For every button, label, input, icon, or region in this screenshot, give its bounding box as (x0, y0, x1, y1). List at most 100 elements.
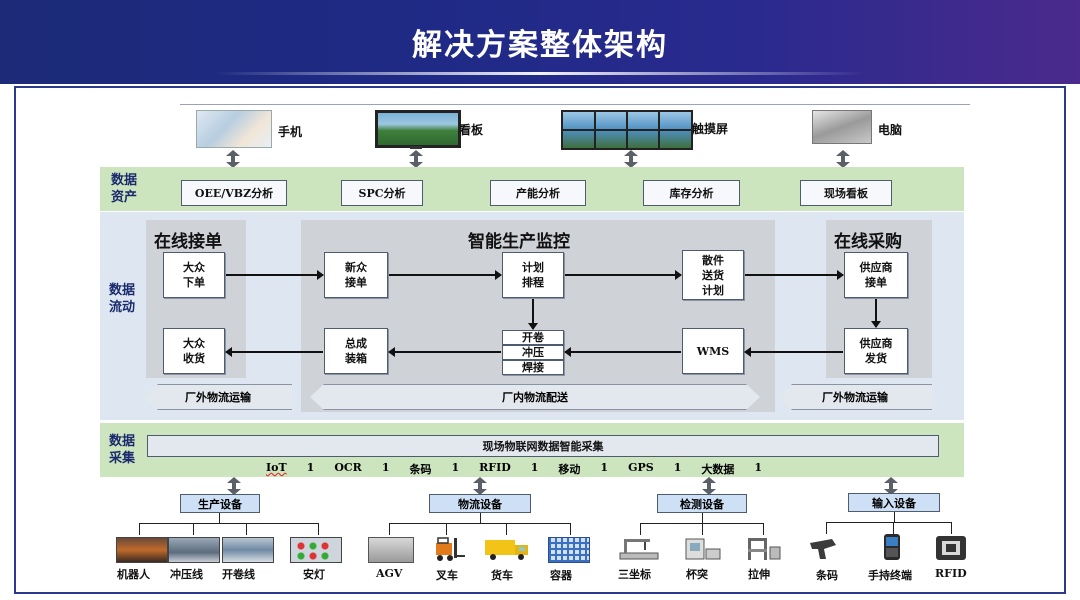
equipment-label: 叉车 (436, 569, 458, 582)
online-order-title: 在线接单 (154, 232, 222, 252)
double-arrow-icon (836, 150, 850, 168)
arrow-right (745, 270, 844, 280)
tree-line (389, 523, 571, 524)
vw-receive-box: 大众收货 (163, 328, 225, 374)
arrow-right (226, 270, 324, 280)
capacity-analysis-box: 产能分析 (490, 180, 586, 206)
tech-sep: 1 (600, 461, 609, 474)
robot-icon (116, 537, 168, 563)
site-kanban-box: 现场看板 (800, 180, 892, 206)
equipment-label: 货车 (491, 569, 513, 582)
tech-iot: IoT (266, 461, 287, 474)
tech-mobile: 移动 (558, 463, 581, 476)
inplant-logistics-label: 厂内物流配送 (502, 391, 568, 404)
double-arrow-icon (227, 477, 241, 495)
arrow-left (225, 347, 323, 357)
tree-line (480, 513, 481, 523)
category-logistics: 物流设备 (429, 494, 531, 513)
data-flow-label: 数据流动 (109, 283, 136, 315)
equipment-label: 容器 (550, 569, 572, 582)
equipment-label: RFID (935, 567, 967, 580)
tree-line (506, 523, 507, 535)
equipment-label: 手持终端 (868, 569, 912, 582)
tv-stand (410, 146, 422, 149)
process-stamping-box: 冲压 (502, 345, 564, 360)
cmm-icon (616, 537, 662, 561)
equipment-label: 冲压线 (170, 568, 203, 581)
tree-line (826, 522, 827, 534)
andon-panel-icon (290, 537, 342, 563)
tech-sep: 1 (451, 461, 460, 474)
tree-line (246, 523, 247, 535)
process-uncoil-box: 开卷 (502, 330, 564, 345)
barcode-scanner-icon (806, 537, 846, 561)
tech-sep: 1 (673, 461, 682, 474)
device-label-laptop: 电脑 (878, 123, 903, 137)
tree-line (640, 523, 641, 535)
outside-logistics-right: 厂外物流运输 (778, 384, 932, 410)
iot-collection-bar: 现场物联网数据智能采集 (147, 435, 939, 457)
device-label-touchscreen: 触摸屏 (692, 122, 729, 136)
top-divider (180, 104, 970, 105)
device-label-kanban: 看板 (459, 123, 484, 137)
outside-logistics-left: 厂外物流运输 (144, 384, 292, 410)
tree-line (826, 522, 952, 523)
tech-rfid: RFID (479, 461, 511, 474)
header-banner: 解决方案整体架构 (0, 0, 1080, 84)
tree-line (446, 523, 447, 535)
outside-logistics-left-label: 厂外物流运输 (185, 391, 251, 404)
tech-ocr: OCR (334, 461, 362, 474)
tree-line (702, 513, 703, 523)
forklift-icon (428, 537, 466, 561)
plan-schedule-box: 计划排程 (502, 252, 564, 298)
double-arrow-icon (409, 150, 423, 168)
tree-line (318, 523, 319, 535)
supplier-ship-box: 供应商发货 (844, 328, 908, 374)
tech-gps: GPS (628, 461, 654, 474)
arrow-left (744, 347, 843, 357)
supplier-order-box: 供应商接单 (844, 252, 908, 298)
tech-sep: 1 (754, 461, 762, 474)
tensile-tester-icon (742, 537, 782, 561)
arrow-right (389, 270, 502, 280)
tree-line (893, 522, 894, 534)
new-order-box: 新众接单 (324, 252, 388, 298)
outside-logistics-right-label: 厂外物流运输 (822, 391, 888, 404)
equipment-label: 三坐标 (618, 568, 651, 581)
equipment-label: 条码 (816, 569, 838, 582)
category-input: 输入设备 (848, 493, 940, 512)
arrow-left (388, 347, 501, 357)
inventory-analysis-box: 库存分析 (643, 180, 740, 206)
title-underline (215, 72, 865, 75)
agv-icon (368, 537, 414, 563)
online-purchase-title: 在线采购 (834, 232, 902, 252)
equipment-label: 杯突 (686, 568, 708, 581)
cupping-tester-icon (682, 537, 722, 561)
equipment-label: 安灯 (303, 568, 325, 581)
laptop-icon (812, 110, 872, 144)
tree-line (570, 523, 571, 535)
tree-line (702, 523, 703, 535)
data-collection-label: 数据采集 (109, 434, 136, 466)
tech-list: IoT 1 OCR 1 条码 1 RFID 1 移动 1 GPS 1 大数据 1 (266, 461, 762, 477)
tech-bigdata: 大数据 (701, 463, 735, 476)
tech-barcode: 条码 (409, 463, 432, 476)
equipment-label: 拉伸 (748, 568, 770, 581)
equipment-label: AGV (376, 567, 403, 580)
parts-delivery-box: 散件送货计划 (682, 250, 744, 300)
tree-line (139, 523, 140, 535)
tree-line (763, 523, 764, 535)
tree-line (139, 523, 319, 524)
arrow-down (871, 299, 881, 328)
double-arrow-icon (473, 477, 487, 495)
assembly-box: 总成装箱 (324, 328, 388, 374)
tech-sep: 1 (306, 461, 315, 474)
handheld-terminal-icon (881, 533, 903, 561)
tree-line (219, 513, 220, 523)
data-assets-label: 数据资产 (111, 173, 138, 205)
arrow-down (528, 299, 538, 330)
category-inspection: 检测设备 (657, 494, 747, 513)
category-production: 生产设备 (180, 494, 260, 513)
kanban-tv-icon (375, 110, 461, 148)
wms-box: WMS (682, 328, 744, 374)
